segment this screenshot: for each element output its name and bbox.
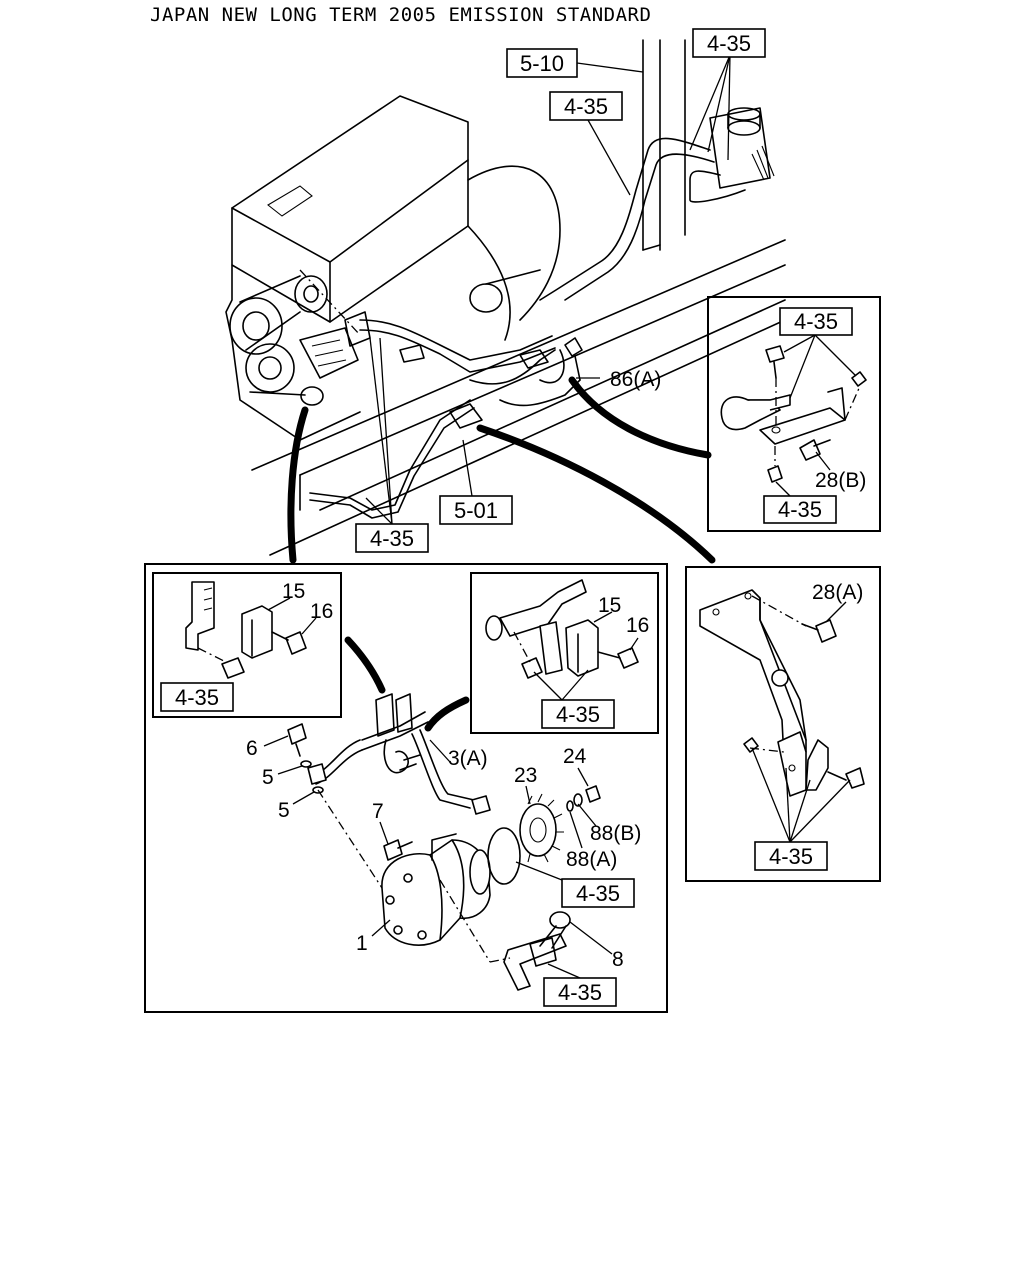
ref-label-4-35-pump-bracket: 4-35 <box>558 980 602 1005</box>
callout-curve-left-bracket <box>344 636 386 694</box>
part-label-1: 1 <box>356 932 368 955</box>
part-label-5-lower: 5 <box>278 799 290 822</box>
ref-box-4-35-bottom-pipes <box>355 523 429 553</box>
part-label-3a: 3(A) <box>448 747 488 770</box>
ref-label-4-35-clamp-nut: 4-35 <box>778 497 822 522</box>
ref-box-4-35-reservoir <box>692 28 766 58</box>
diagram-title: JAPAN NEW LONG TERM 2005 EMISSION STANDA… <box>150 4 651 26</box>
part-label-86a: 86(A) <box>610 368 661 391</box>
ref-label-4-35-reservoir: 4-35 <box>707 31 751 56</box>
ref-label-4-35-big-bracket: 4-35 <box>769 844 813 869</box>
ref-box-4-35-oring <box>561 878 635 908</box>
part-label-24: 24 <box>563 745 587 768</box>
part-label-8: 8 <box>612 948 624 971</box>
big-bracket-frame <box>685 566 881 882</box>
clamp-detail-frame <box>707 296 881 532</box>
ref-label-4-35-clamp-detail: 4-35 <box>794 309 838 334</box>
ref-box-5-01 <box>439 495 513 525</box>
ref-box-5-10 <box>506 48 578 78</box>
ref-label-4-35-left-bracket: 4-35 <box>175 685 219 710</box>
callout-curve-right-bracket <box>424 696 470 732</box>
ref-box-4-35-right-bracket <box>541 699 615 729</box>
overview-leaders <box>365 54 731 525</box>
part-label-6: 6 <box>246 737 258 760</box>
left-bracket-inset <box>185 581 317 679</box>
part-label-15-right: 15 <box>598 594 621 617</box>
part-label-16-left: 16 <box>310 600 333 623</box>
left-bracket-inset-frame <box>152 572 342 718</box>
right-bracket-inset <box>485 579 639 701</box>
ref-label-4-35-pipe: 4-35 <box>564 94 608 119</box>
big-bracket <box>699 589 865 843</box>
ref-label-5-10: 5-10 <box>520 51 564 76</box>
pump-detail-frame <box>144 563 668 1013</box>
callout-curve-pump <box>287 406 309 564</box>
part-label-88a: 88(A) <box>566 848 617 871</box>
callout-curve-clamp <box>568 376 712 459</box>
right-bracket-inset-frame <box>470 572 659 734</box>
ref-box-4-35-left-bracket <box>160 682 234 712</box>
part-label-15-left: 15 <box>282 580 305 603</box>
part-label-7: 7 <box>372 800 384 823</box>
ref-label-4-35-oring: 4-35 <box>576 881 620 906</box>
callout-curve-bracket <box>476 424 716 564</box>
ref-box-4-35-pipe <box>549 91 623 121</box>
part-label-5-upper: 5 <box>262 766 274 789</box>
clamp-detail <box>720 334 867 497</box>
ref-label-5-01: 5-01 <box>454 498 498 523</box>
ref-box-4-35-big-bracket <box>754 841 828 871</box>
ref-box-4-35-clamp-detail <box>779 307 853 336</box>
ref-label-4-35-right-bracket: 4-35 <box>556 702 600 727</box>
ref-box-4-35-clamp-nut <box>763 495 837 524</box>
engine-overview <box>225 39 786 556</box>
ref-label-4-35-bottom-pipes: 4-35 <box>370 526 414 551</box>
part-label-16-right: 16 <box>626 614 649 637</box>
part-label-28a: 28(A) <box>812 581 863 604</box>
part-label-28b: 28(B) <box>815 469 866 492</box>
ref-box-4-35-pump-bracket <box>543 977 617 1007</box>
pump-assembly <box>263 693 613 991</box>
part-label-23: 23 <box>514 764 537 787</box>
part-label-88b: 88(B) <box>590 822 641 845</box>
